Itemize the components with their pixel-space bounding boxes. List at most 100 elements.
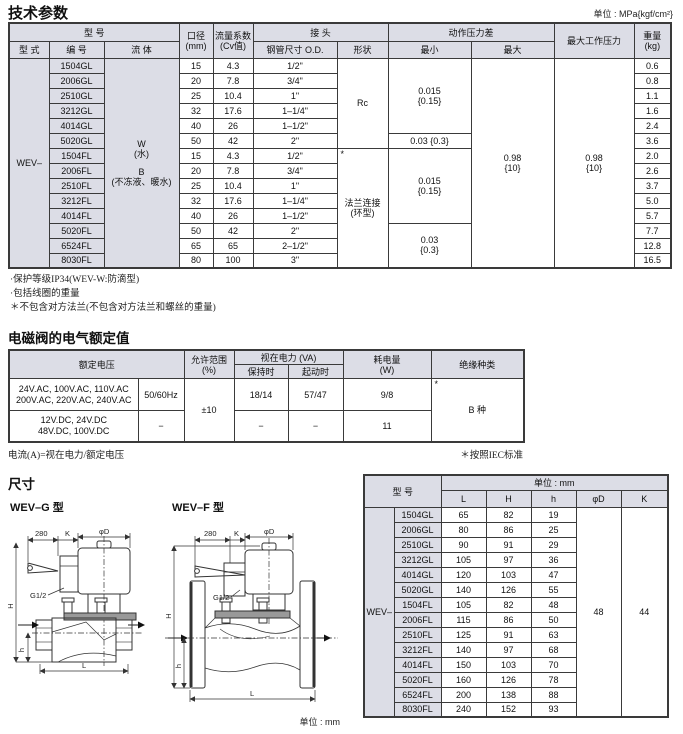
section-title-electric: 电磁阀的电气额定值: [8, 331, 130, 346]
model-code-cell: 4014FL: [48, 207, 105, 224]
cv-cell: 7.8: [212, 72, 254, 89]
model-code-cell: 1504GL: [393, 506, 442, 523]
weight-cell: 3.6: [633, 132, 672, 149]
max-pressure-cell: 0.98{10}: [470, 57, 555, 269]
type-prefix-cell: WEV–: [363, 506, 395, 718]
model-code-cell: 5020GL: [393, 581, 442, 598]
l-cell: 125: [440, 626, 487, 643]
footnote-asterisk: *: [340, 148, 345, 159]
pipe-od-cell: 1–1/2": [252, 117, 338, 134]
starting-va-cell: 57/47: [287, 378, 344, 411]
h-cell: 97: [485, 641, 532, 658]
bore-cell: 15: [178, 147, 214, 164]
h-low-cell: 25: [530, 521, 577, 538]
h-cell: 103: [485, 656, 532, 673]
col-fluid: 流 体: [103, 40, 180, 59]
h-cell: 126: [485, 581, 532, 598]
weight-cell: 1.1: [633, 87, 672, 104]
col-model-group: 型 号: [8, 22, 180, 42]
h-cell: 86: [485, 611, 532, 628]
note-iec: ＊按照IEC标准: [460, 451, 523, 461]
l-cell: 105: [440, 596, 487, 613]
h-cell: 103: [485, 566, 532, 583]
min-pressure-cell: 0.015{0.15}: [387, 147, 472, 224]
col-min: 最小: [387, 40, 472, 59]
bore-cell: 80: [178, 252, 214, 269]
table-row: 6524FL 200 138 88: [364, 686, 668, 703]
cv-cell: 17.6: [212, 192, 254, 209]
col-rated-voltage: 额定电压: [8, 349, 185, 379]
model-code-cell: 3212FL: [393, 641, 442, 658]
pipe-od-cell: 1": [252, 87, 338, 104]
weight-cell: 0.8: [633, 72, 672, 89]
cv-cell: 42: [212, 132, 254, 149]
cv-cell: 17.6: [212, 102, 254, 119]
model-code-cell: 2006GL: [393, 521, 442, 538]
h-low-cell: 55: [530, 581, 577, 598]
l-cell: 200: [440, 686, 487, 703]
cv-cell: 26: [212, 207, 254, 224]
unit-note-mm: 单位 : mm: [299, 717, 341, 727]
note-coil-weight: ·包括线圈的重量: [10, 289, 80, 299]
table-row: 1504FL 105 82 48: [364, 596, 668, 613]
drawing-label-wev-f: WEV–F 型: [172, 502, 224, 514]
bore-cell: 15: [178, 57, 214, 74]
cv-cell: 4.3: [212, 147, 254, 164]
col-h-low: h: [530, 489, 577, 508]
weight-cell: 2.4: [633, 117, 672, 134]
model-code-cell: 1504GL: [48, 57, 105, 74]
table-row: 3212FL 140 97 68: [364, 641, 668, 658]
cv-cell: 7.8: [212, 162, 254, 179]
weight-cell: 2.6: [633, 162, 672, 179]
max-working-pressure-cell: 0.98{10}: [553, 57, 635, 269]
h-low-cell: 93: [530, 701, 577, 718]
electric-header-row1: 额定电压 允许范围(%) 视在电力 (VA) 耗电量(W) 绝缘种类: [8, 349, 525, 379]
dim-k-label: K: [65, 529, 70, 538]
pipe-od-cell: 1": [252, 177, 338, 194]
col-shape: 形状: [336, 40, 389, 59]
table-row: 2006FL 115 86 50: [364, 611, 668, 628]
cv-cell: 65: [212, 237, 254, 254]
weight-cell: 0.6: [633, 57, 672, 74]
weight-cell: 1.6: [633, 102, 672, 119]
model-code-cell: 2510FL: [393, 626, 442, 643]
table-row: 6524FL 65 65 2–1/2" 12.8: [9, 237, 672, 254]
dim-l-label: L: [250, 689, 254, 698]
bore-cell: 20: [178, 162, 214, 179]
model-code-cell: 2510FL: [48, 177, 105, 194]
cv-cell: 100: [212, 252, 254, 269]
section-title-dims: 尺寸: [8, 477, 35, 492]
col-apparent-power: 视在电力 (VA): [233, 349, 344, 365]
pipe-od-cell: 1–1/4": [252, 102, 338, 119]
conn-g12-label: G1/2: [213, 593, 229, 602]
cv-cell: 10.4: [212, 87, 254, 104]
l-cell: 65: [440, 506, 487, 523]
fluid-cell: W (水) B (不冻液、暖水): [103, 57, 180, 269]
spacer: [105, 159, 178, 167]
model-code-cell: 8030FL: [393, 701, 442, 718]
h-cell: 82: [485, 596, 532, 613]
h-cell: 126: [485, 671, 532, 688]
type-prefix-cell: WEV–: [8, 57, 50, 269]
h-low-cell: 63: [530, 626, 577, 643]
pipe-od-cell: 1/2": [252, 57, 338, 74]
holding-va-cell: 18/14: [233, 378, 289, 411]
h-low-cell: 88: [530, 686, 577, 703]
col-model: 型 号: [363, 474, 442, 508]
h-low-cell: 48: [530, 596, 577, 613]
dim-k-label: K: [234, 529, 239, 538]
weight-cell: 5.0: [633, 192, 672, 209]
k-cell: 44: [620, 506, 669, 718]
note-protection: ·保护等级IP34(WEV-W:防滴型): [10, 275, 140, 285]
dims-header-row2: L H h φD K: [364, 489, 669, 508]
pipe-od-cell: 3/4": [252, 72, 338, 89]
bore-cell: 40: [178, 117, 214, 134]
weight-cell: 16.5: [633, 252, 672, 269]
col-unit-mm: 单位 : mm: [440, 474, 669, 491]
conn-g12-label: G1/2: [30, 591, 46, 600]
dim-h-low-label: h: [174, 664, 183, 668]
col-weight: 重量(kg): [633, 22, 672, 59]
